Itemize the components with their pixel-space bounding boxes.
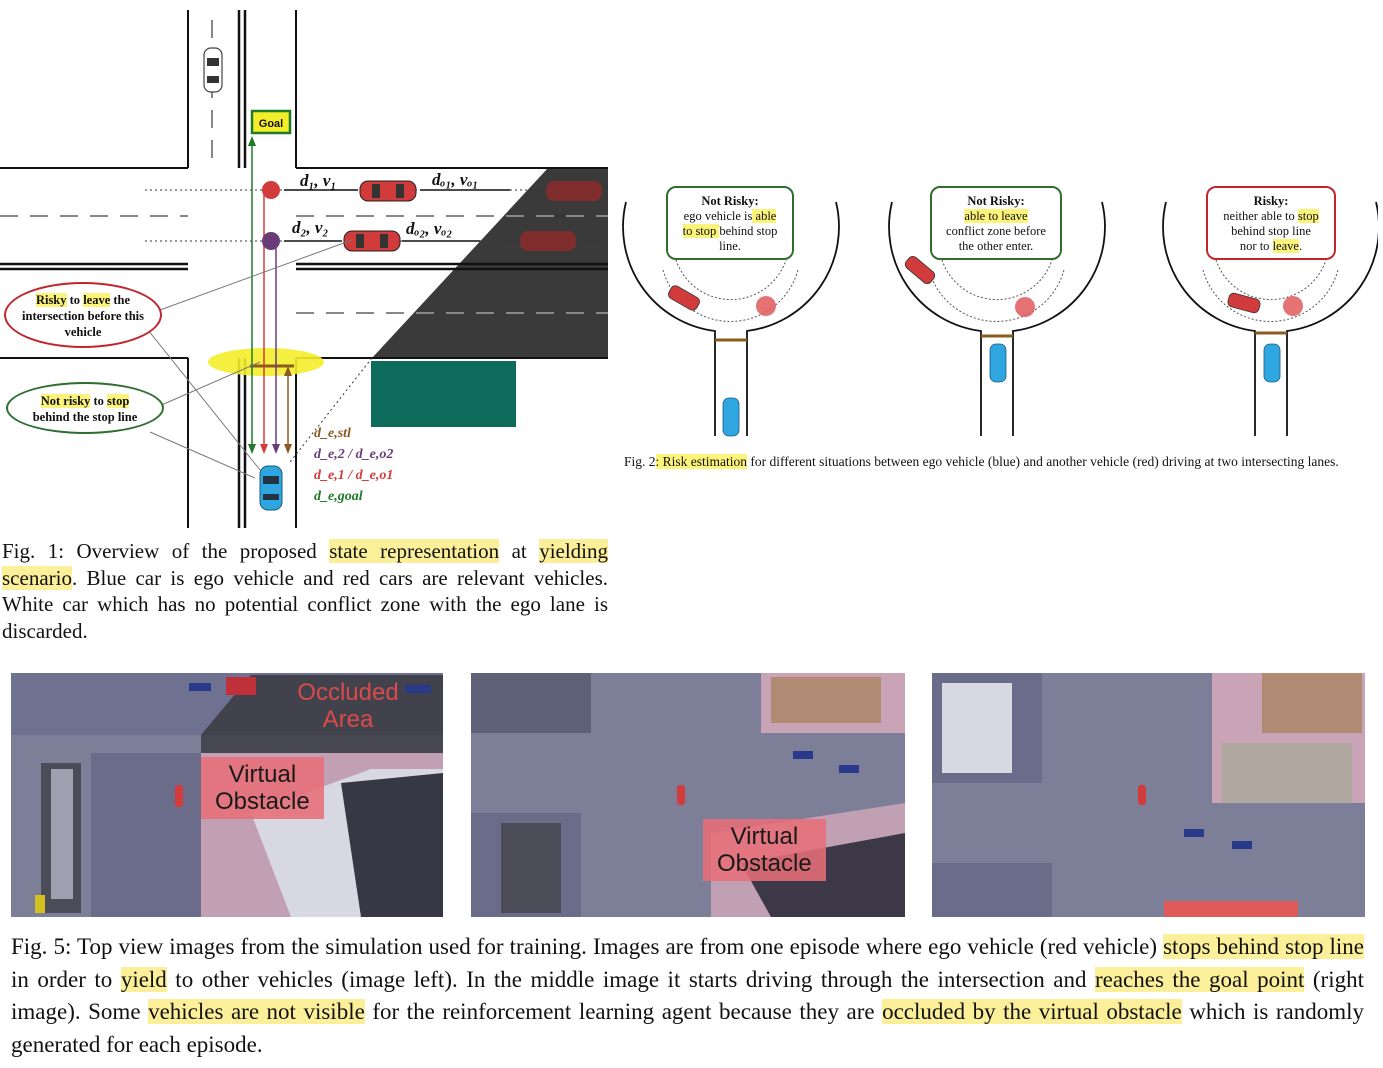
white-car bbox=[203, 47, 223, 93]
dist-label-stl: d_e,stl bbox=[314, 426, 351, 441]
dist-label-1: d_e,1 / d_e,o1 bbox=[314, 468, 393, 483]
virtual-obstacle-label-left: Virtual Obstacle bbox=[201, 757, 324, 819]
figure-1-diagram: Goal bbox=[0, 0, 612, 528]
sim-image-middle: Virtual Obstacle bbox=[471, 673, 905, 917]
red-car-2 bbox=[343, 230, 401, 252]
occluded-area-label: Occluded Area bbox=[297, 679, 399, 733]
figure-2-diagram: Not Risky: ego vehicle is able to stop b… bbox=[618, 170, 1380, 442]
figure-2-caption: Fig. 2: Risk estimation for different si… bbox=[624, 454, 1339, 469]
risk-panel-3 bbox=[1162, 201, 1380, 436]
dist-label-2: d_e,2 / d_e,o2 bbox=[314, 447, 393, 462]
sim-image-left: Occluded Area Virtual Obstacle bbox=[11, 673, 443, 917]
d2-v2-label: d₂, v₂ bbox=[292, 218, 328, 237]
virtual-obstacle-label-middle: Virtual Obstacle bbox=[703, 819, 826, 881]
do1-vo1-label: dₒ₁, vₒ₁ bbox=[432, 170, 478, 189]
goal-label: Goal bbox=[259, 118, 283, 130]
d1-v1-label: d₁, v₁ bbox=[300, 171, 336, 190]
risk-box-3: Risky: neither able to stop behind stop … bbox=[1206, 186, 1336, 260]
red-car-3 bbox=[520, 181, 602, 251]
not-risky-bubble: Not risky to stop behind the stop line bbox=[6, 382, 164, 434]
risk-panel-2 bbox=[888, 201, 1106, 436]
red-car-1 bbox=[359, 180, 417, 202]
risk-box-2: Not Risky: able to leave conflict zone b… bbox=[930, 186, 1062, 260]
figure-5-caption: Fig. 5: Top view images from the simulat… bbox=[11, 934, 1365, 1057]
do2-vo2-label: dₒ₂, vₒ₂ bbox=[406, 219, 452, 238]
sim-image-right bbox=[932, 673, 1365, 917]
dist-label-goal: d_e,goal bbox=[314, 489, 363, 504]
risk-panel-1 bbox=[622, 201, 840, 437]
figure-1-caption: Fig. 1: Overview of the proposed state r… bbox=[2, 539, 609, 643]
ego-car bbox=[259, 465, 283, 511]
building-block bbox=[371, 361, 516, 427]
risk-box-1: Not Risky: ego vehicle is able to stop b… bbox=[666, 186, 794, 260]
risky-bubble: Risky to leave the intersection before t… bbox=[4, 282, 162, 348]
